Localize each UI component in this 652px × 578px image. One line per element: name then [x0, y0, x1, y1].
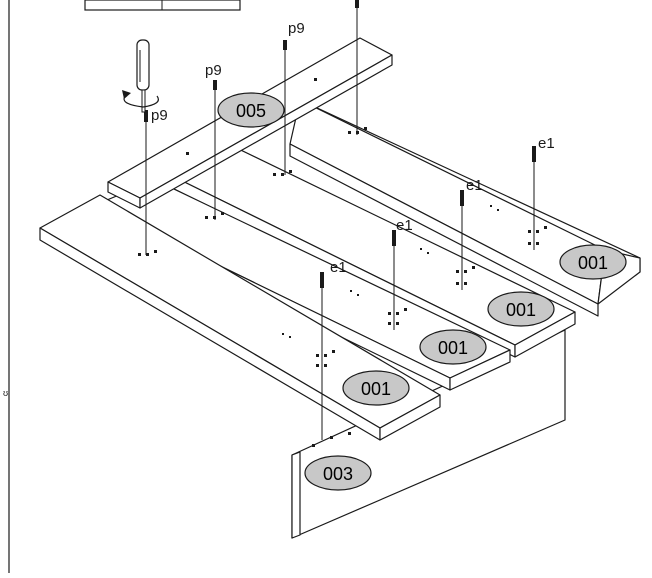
part-badge-001: 001 — [419, 329, 487, 365]
svg-text:001: 001 — [438, 338, 468, 358]
dowel-holes — [138, 78, 547, 447]
part-badge-003: 003 — [304, 455, 372, 491]
svg-text:001: 001 — [361, 379, 391, 399]
part-badge-001: 001 — [487, 291, 555, 327]
e1-pin — [392, 230, 396, 246]
fastener-label-e1: e1 — [538, 135, 555, 152]
rotation-arrow-icon — [122, 90, 159, 108]
fastener-label-p9: p9 — [288, 20, 305, 37]
fastener-label-p9: p9 — [151, 107, 168, 124]
svg-text:001: 001 — [578, 253, 608, 273]
p9-pin — [213, 80, 217, 90]
e1-pin — [320, 272, 324, 288]
screwdriver-icon — [136, 39, 150, 113]
svg-text:001: 001 — [506, 300, 536, 320]
e1-pin — [532, 146, 536, 162]
margin-mark: ʊ — [3, 388, 8, 398]
fastener-label-e1: e1 — [396, 217, 413, 234]
fastener-label-e1: e1 — [466, 177, 483, 194]
fastener-label-p9: p9 — [205, 62, 222, 79]
svg-text:003: 003 — [323, 464, 353, 484]
p9-pin — [355, 0, 359, 8]
p9-pin — [283, 40, 287, 50]
fastener-label-e1: e1 — [330, 259, 347, 276]
e1-pin — [460, 190, 464, 206]
p9-pin — [144, 110, 148, 122]
part-badge-005: 005 — [217, 92, 285, 128]
svg-text:005: 005 — [236, 101, 266, 121]
part-badge-001: 001 — [559, 244, 627, 280]
part-badge-001: 001 — [342, 370, 410, 406]
